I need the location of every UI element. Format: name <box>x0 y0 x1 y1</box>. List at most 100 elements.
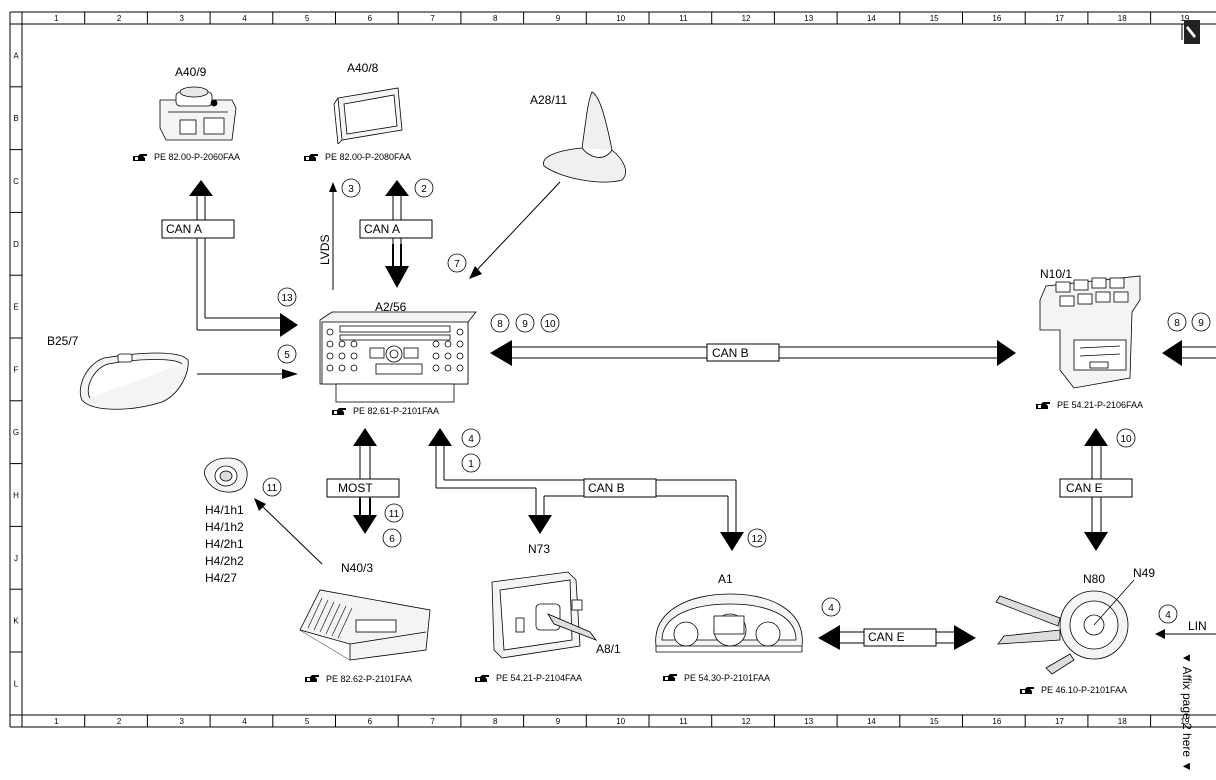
column-number: 18 <box>1118 717 1127 726</box>
column-number: 6 <box>368 14 373 23</box>
column-number: 2 <box>117 14 122 23</box>
svg-text:5: 5 <box>284 350 290 361</box>
label-a8-1: A8/1 <box>596 642 621 656</box>
svg-text:CAN B: CAN B <box>712 346 749 360</box>
instrument-cluster-illustration <box>655 593 803 653</box>
ref-n10-1: PE 54.21-P-2106FAA <box>1057 400 1143 410</box>
label-h4-1: H4/1h1 <box>205 503 244 517</box>
svg-text:9: 9 <box>1198 318 1204 329</box>
column-number: 17 <box>1055 14 1064 23</box>
svg-text:CAN A: CAN A <box>364 222 400 236</box>
label-h4-5: H4/27 <box>205 571 237 585</box>
svg-text:8: 8 <box>1174 318 1180 329</box>
svg-text:10: 10 <box>1120 434 1132 445</box>
row-letter: L <box>14 679 19 688</box>
mirror-illustration <box>79 352 189 410</box>
svg-text:6: 6 <box>389 534 395 545</box>
label-a1: A1 <box>718 572 733 586</box>
label-a40-8: A40/8 <box>347 61 379 75</box>
row-letter: D <box>13 240 19 249</box>
bus-labels: CAN A CAN A LVDS CAN B MOST CAN B CAN E … <box>161 219 1207 647</box>
component-labels: A40/9 A40/8 A28/11 A2/56 B25/7 N10/1 H4/… <box>47 61 1155 656</box>
column-number: 9 <box>556 717 561 726</box>
column-number: 2 <box>117 717 122 726</box>
label-h4-3: H4/2h1 <box>205 537 244 551</box>
svg-text:CAN A: CAN A <box>166 222 202 236</box>
column-number: 1 <box>54 14 59 23</box>
bus-label-lvds: LVDS <box>318 235 332 265</box>
column-number: 14 <box>867 14 876 23</box>
bus-label-can-e-low: CAN E <box>863 628 937 647</box>
column-number: 5 <box>305 14 310 23</box>
label-n73: N73 <box>528 542 550 556</box>
svg-text:3: 3 <box>348 184 354 195</box>
row-letter: B <box>13 114 18 123</box>
bus-label-can-a-left: CAN A <box>161 219 235 239</box>
head-unit-illustration <box>319 311 477 403</box>
column-number: 15 <box>930 14 939 23</box>
row-letter: K <box>13 617 19 626</box>
svg-text:CAN B: CAN B <box>588 481 625 495</box>
column-number: 8 <box>493 717 498 726</box>
column-number: 10 <box>616 717 625 726</box>
label-a2-56: A2/56 <box>375 300 407 314</box>
svg-text:4: 4 <box>468 434 474 445</box>
arrowheads <box>189 180 1182 650</box>
svg-text:8: 8 <box>497 319 503 330</box>
label-n80: N80 <box>1083 572 1105 586</box>
controller-illustration <box>159 86 237 141</box>
label-h4-4: H4/2h2 <box>205 554 244 568</box>
component-illustrations <box>79 86 1141 675</box>
label-h4-2: H4/1h2 <box>205 520 244 534</box>
frame <box>9 11 1216 728</box>
column-number: 7 <box>430 717 435 726</box>
svg-text:9: 9 <box>522 319 528 330</box>
label-b25-7: B25/7 <box>47 334 79 348</box>
row-letter: E <box>13 303 18 312</box>
ref-n80: PE 46.10-P-2101FAA <box>1041 685 1127 695</box>
label-n10-1: N10/1 <box>1040 267 1072 281</box>
callouts <box>262 178 1211 624</box>
column-number: 4 <box>242 14 247 23</box>
sam-illustration <box>1039 275 1141 389</box>
column-number: 14 <box>867 717 876 726</box>
bus-label-can-b-low: CAN B <box>583 478 657 498</box>
column-number: 8 <box>493 14 498 23</box>
label-n49: N49 <box>1133 566 1155 580</box>
ref-a2-56: PE 82.61-P-2101FAA <box>353 406 439 416</box>
svg-text:11: 11 <box>267 483 278 494</box>
svg-text:MOST: MOST <box>338 481 373 495</box>
bus-label-most: MOST <box>326 478 400 498</box>
ref-a1: PE 54.30-P-2101FAA <box>684 673 770 683</box>
row-letter: H <box>13 491 19 500</box>
svg-text:12: 12 <box>751 534 763 545</box>
column-number: 12 <box>742 717 751 726</box>
svg-text:4: 4 <box>828 603 834 614</box>
column-number: 13 <box>804 14 813 23</box>
column-number: 12 <box>742 14 751 23</box>
ref-n40-3: PE 82.62-P-2101FAA <box>326 674 412 684</box>
row-letter: G <box>13 428 19 437</box>
column-number: 18 <box>1118 14 1127 23</box>
svg-text:11: 11 <box>389 509 400 520</box>
column-number: 6 <box>368 717 373 726</box>
bus-label-can-b-main: CAN B <box>706 343 780 362</box>
bus-label-can-e-right: CAN E <box>1059 478 1133 498</box>
label-a28-11: A28/11 <box>530 93 567 107</box>
column-number: 1 <box>54 717 59 726</box>
row-letter: A <box>13 51 19 60</box>
ignition-illustration <box>491 571 598 659</box>
column-number: 11 <box>679 14 688 23</box>
column-number: 11 <box>679 717 688 726</box>
ref-n73: PE 54.21-P-2104FAA <box>496 673 582 683</box>
svg-text:4: 4 <box>1165 610 1171 621</box>
amplifier-illustration <box>299 589 431 661</box>
ref-a40-8: PE 82.00-P-2080FAA <box>325 152 411 162</box>
column-number: 16 <box>992 717 1001 726</box>
column-number: 5 <box>305 717 310 726</box>
reference-labels: PE 82.00-P-2060FAA PE 82.00-P-2080FAA PE… <box>133 152 1143 695</box>
column-number: 13 <box>804 717 813 726</box>
